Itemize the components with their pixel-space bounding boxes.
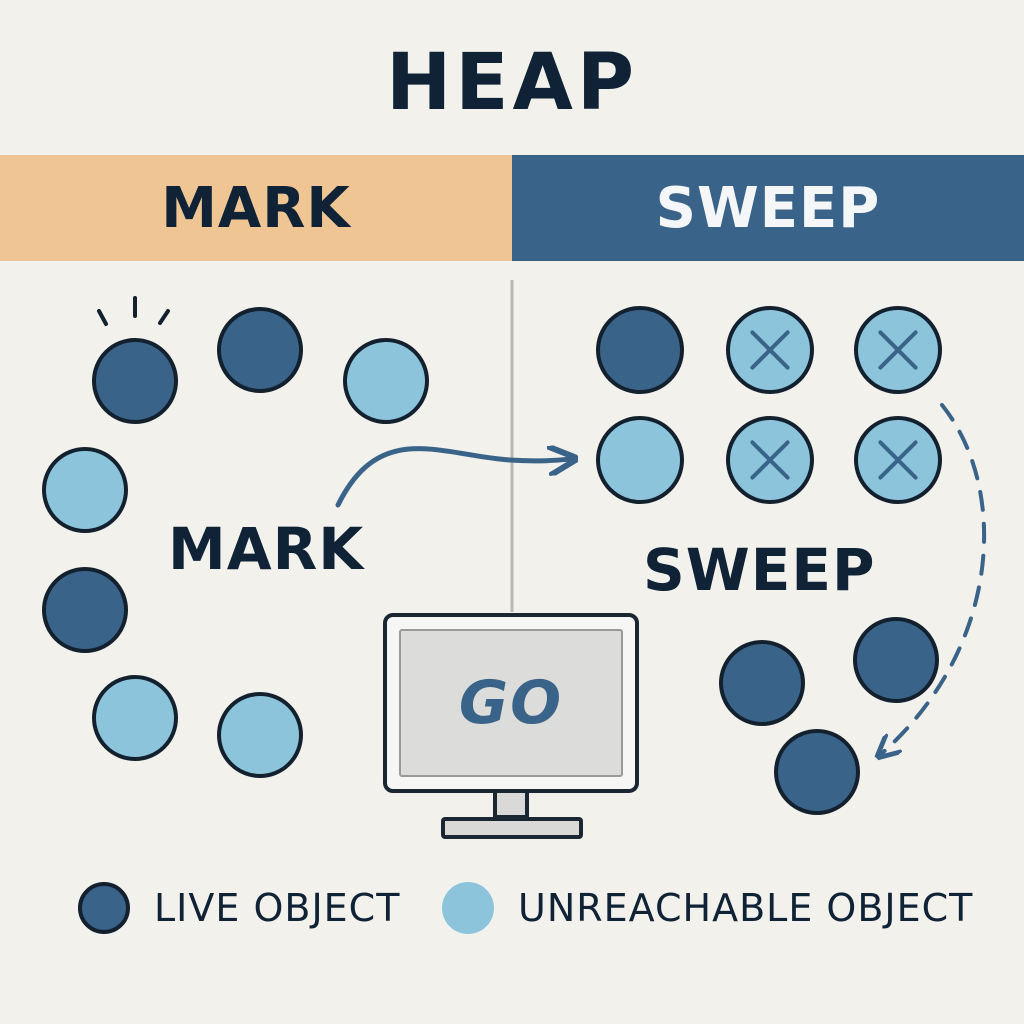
swept-object (854, 306, 942, 394)
swept-object (726, 306, 814, 394)
live-object (774, 729, 860, 815)
legend-label-live: LIVE OBJECT (154, 886, 401, 930)
highlight-rays-icon (97, 296, 170, 326)
swept-object (726, 416, 814, 504)
unreachable-object (217, 692, 303, 778)
live-object (92, 338, 178, 424)
sweep-phase-header: SWEEP (512, 155, 1024, 261)
legend-item-unreachable: UNREACHABLE OBJECT (442, 882, 973, 934)
sweep-phase-label: SWEEP (643, 536, 876, 604)
live-object (596, 306, 684, 394)
live-object (853, 617, 939, 703)
monitor-screen: GO (399, 629, 623, 777)
swept-object (854, 416, 942, 504)
live-object (719, 640, 805, 726)
mark-phase-label: MARK (168, 515, 365, 583)
monitor-stand-base (441, 817, 583, 839)
legend-item-live: LIVE OBJECT (78, 882, 400, 934)
unreachable-object (42, 447, 128, 533)
cross-icon (750, 440, 790, 480)
unreachable-object-swatch (442, 882, 494, 934)
live-object-swatch (78, 882, 130, 934)
unreachable-object (596, 416, 684, 504)
go-logo: GO (458, 668, 564, 738)
monitor-stand-neck (493, 793, 529, 819)
cross-icon (750, 330, 790, 370)
live-object (42, 567, 128, 653)
legend: LIVE OBJECT UNREACHABLE OBJECT (0, 882, 1024, 938)
mark-to-sweep-arrow (335, 449, 572, 508)
cross-icon (878, 330, 918, 370)
page-title: HEAP (385, 38, 639, 128)
cross-icon (878, 440, 918, 480)
live-object (217, 307, 303, 393)
legend-label-unreachable: UNREACHABLE OBJECT (518, 886, 974, 930)
sweep-cycle-arrow (880, 403, 986, 755)
monitor-icon: GO (383, 613, 639, 793)
mark-phase-header: MARK (0, 155, 512, 261)
unreachable-object (343, 338, 429, 424)
unreachable-object (92, 675, 178, 761)
